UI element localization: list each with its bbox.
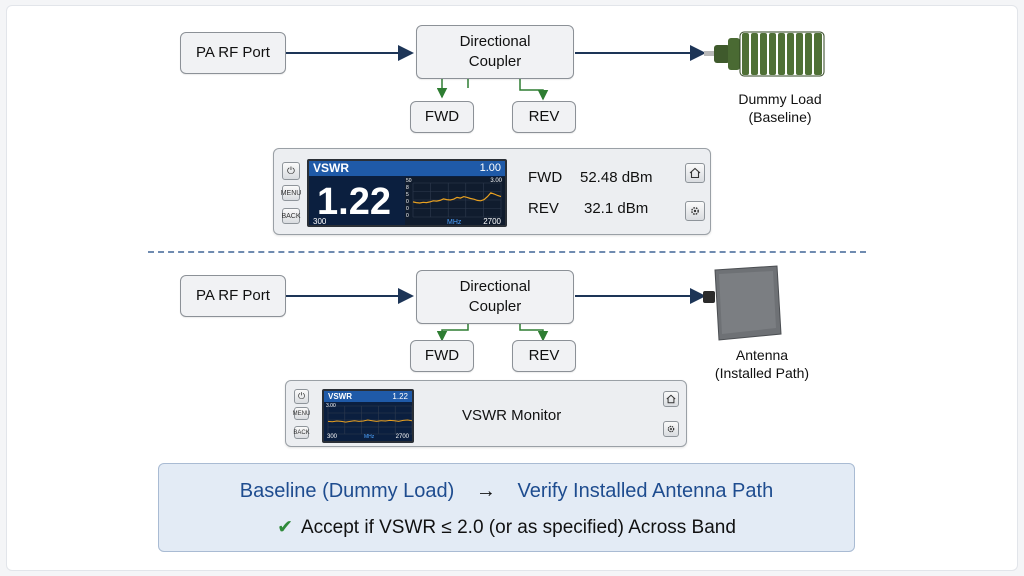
mini-plot: 3.00 50 8 5 0 0 0 300 MHz 2700 (313, 177, 505, 226)
screen-title: VSWR (313, 161, 349, 175)
rev-port-top: REV (512, 101, 576, 133)
power-button[interactable]: ⏻ (282, 162, 300, 180)
x-start-label: 300 (313, 217, 327, 226)
vswr-trace-line (412, 192, 502, 204)
dummy-load-image (704, 31, 825, 77)
coupler-label-line2: Coupler (468, 53, 522, 70)
coupler-label-line1: Directional (459, 278, 531, 295)
gear-icon[interactable] (663, 421, 679, 437)
workflow-arrow: → (475, 480, 496, 502)
baseline-text: Baseline (Dummy Load) (239, 480, 455, 502)
directional-coupler-top: Directional Coupler (416, 25, 574, 79)
menu-button[interactable]: MENU (293, 407, 310, 420)
rev-readout-value: 32.1 dBm (584, 200, 649, 217)
power-button[interactable]: ⏻ (294, 389, 309, 404)
antenna-panel-image (703, 265, 782, 341)
vswr-meter-device: ⏻ MENU BACK VSWR 1.00 1.22 3.00 50 8 5 0… (273, 148, 711, 235)
home-icon[interactable] (663, 391, 679, 407)
pa-rf-port-bottom: PA RF Port (180, 275, 286, 317)
vswr-monitor-device: ⏻ MENU BACK VSWR 1.22 3.00 300 MHz 2700 … (285, 380, 687, 447)
gear-icon[interactable] (685, 201, 705, 221)
workflow-summary: Baseline (Dummy Load) → Verify Installed… (159, 480, 854, 503)
x-end-label: 2700 (483, 217, 501, 226)
fwd-label: FWD (424, 108, 460, 125)
monitor-trace-line (327, 419, 412, 423)
plot-top-value: 3.00 (490, 178, 502, 184)
screen-scale: 1.00 (479, 162, 501, 174)
antenna-label: Antenna (Installed Path) (714, 347, 810, 381)
rev-label: REV (528, 108, 560, 125)
fwd-readout-label: FWD (528, 169, 563, 186)
coupler-label-line1: Directional (459, 33, 531, 50)
rev-port-bottom: REV (512, 340, 576, 372)
fwd-port-bottom: FWD (410, 340, 474, 372)
acceptance-note-panel: Baseline (Dummy Load) → Verify Installed… (158, 463, 855, 552)
home-icon[interactable] (685, 163, 705, 183)
dummy-load-label: Dummy Load (Baseline) (738, 91, 822, 125)
pa-rf-port-label: PA RF Port (196, 287, 270, 304)
monitor-screen: VSWR 1.22 3.00 300 MHz 2700 (322, 389, 414, 443)
acceptance-text: Accept if VSWR ≤ 2.0 (or as specified) A… (300, 517, 736, 538)
monitor-title: VSWR Monitor (462, 407, 562, 424)
vswr-big-value: 1.22 (317, 181, 391, 223)
fwd-label: FWD (424, 347, 460, 364)
vswr-screen: VSWR 1.00 1.22 3.00 50 8 5 0 0 0 300 MHz… (307, 159, 507, 227)
checkmark-icon: ✔ (277, 517, 293, 538)
vswr-trace-plot (412, 182, 502, 218)
rev-readout-label: REV (528, 200, 559, 217)
rev-label: REV (528, 347, 560, 364)
monitor-trace-plot (327, 405, 412, 435)
pa-rf-port-label: PA RF Port (196, 44, 270, 61)
fwd-readout-value: 52.48 dBm (580, 169, 653, 186)
fwd-port-top: FWD (410, 101, 474, 133)
back-button[interactable]: BACK (281, 208, 301, 224)
back-button[interactable]: BACK (293, 426, 310, 439)
menu-button[interactable]: MENU (281, 185, 301, 201)
coupler-label-line2: Coupler (468, 298, 522, 315)
pa-rf-port-top: PA RF Port (180, 32, 286, 74)
section-divider (148, 251, 866, 253)
x-unit-label: MHz (447, 219, 462, 226)
directional-coupler-bottom: Directional Coupler (416, 270, 574, 324)
screen-header: VSWR 1.00 (309, 161, 505, 176)
verify-text: Verify Installed Antenna Path (517, 480, 774, 502)
acceptance-criteria: ✔ Accept if VSWR ≤ 2.0 (or as specified) … (159, 516, 854, 539)
y-axis-ticks: 50 8 5 0 0 0 (406, 178, 412, 219)
monitor-screen-header: VSWR 1.22 (324, 391, 412, 402)
